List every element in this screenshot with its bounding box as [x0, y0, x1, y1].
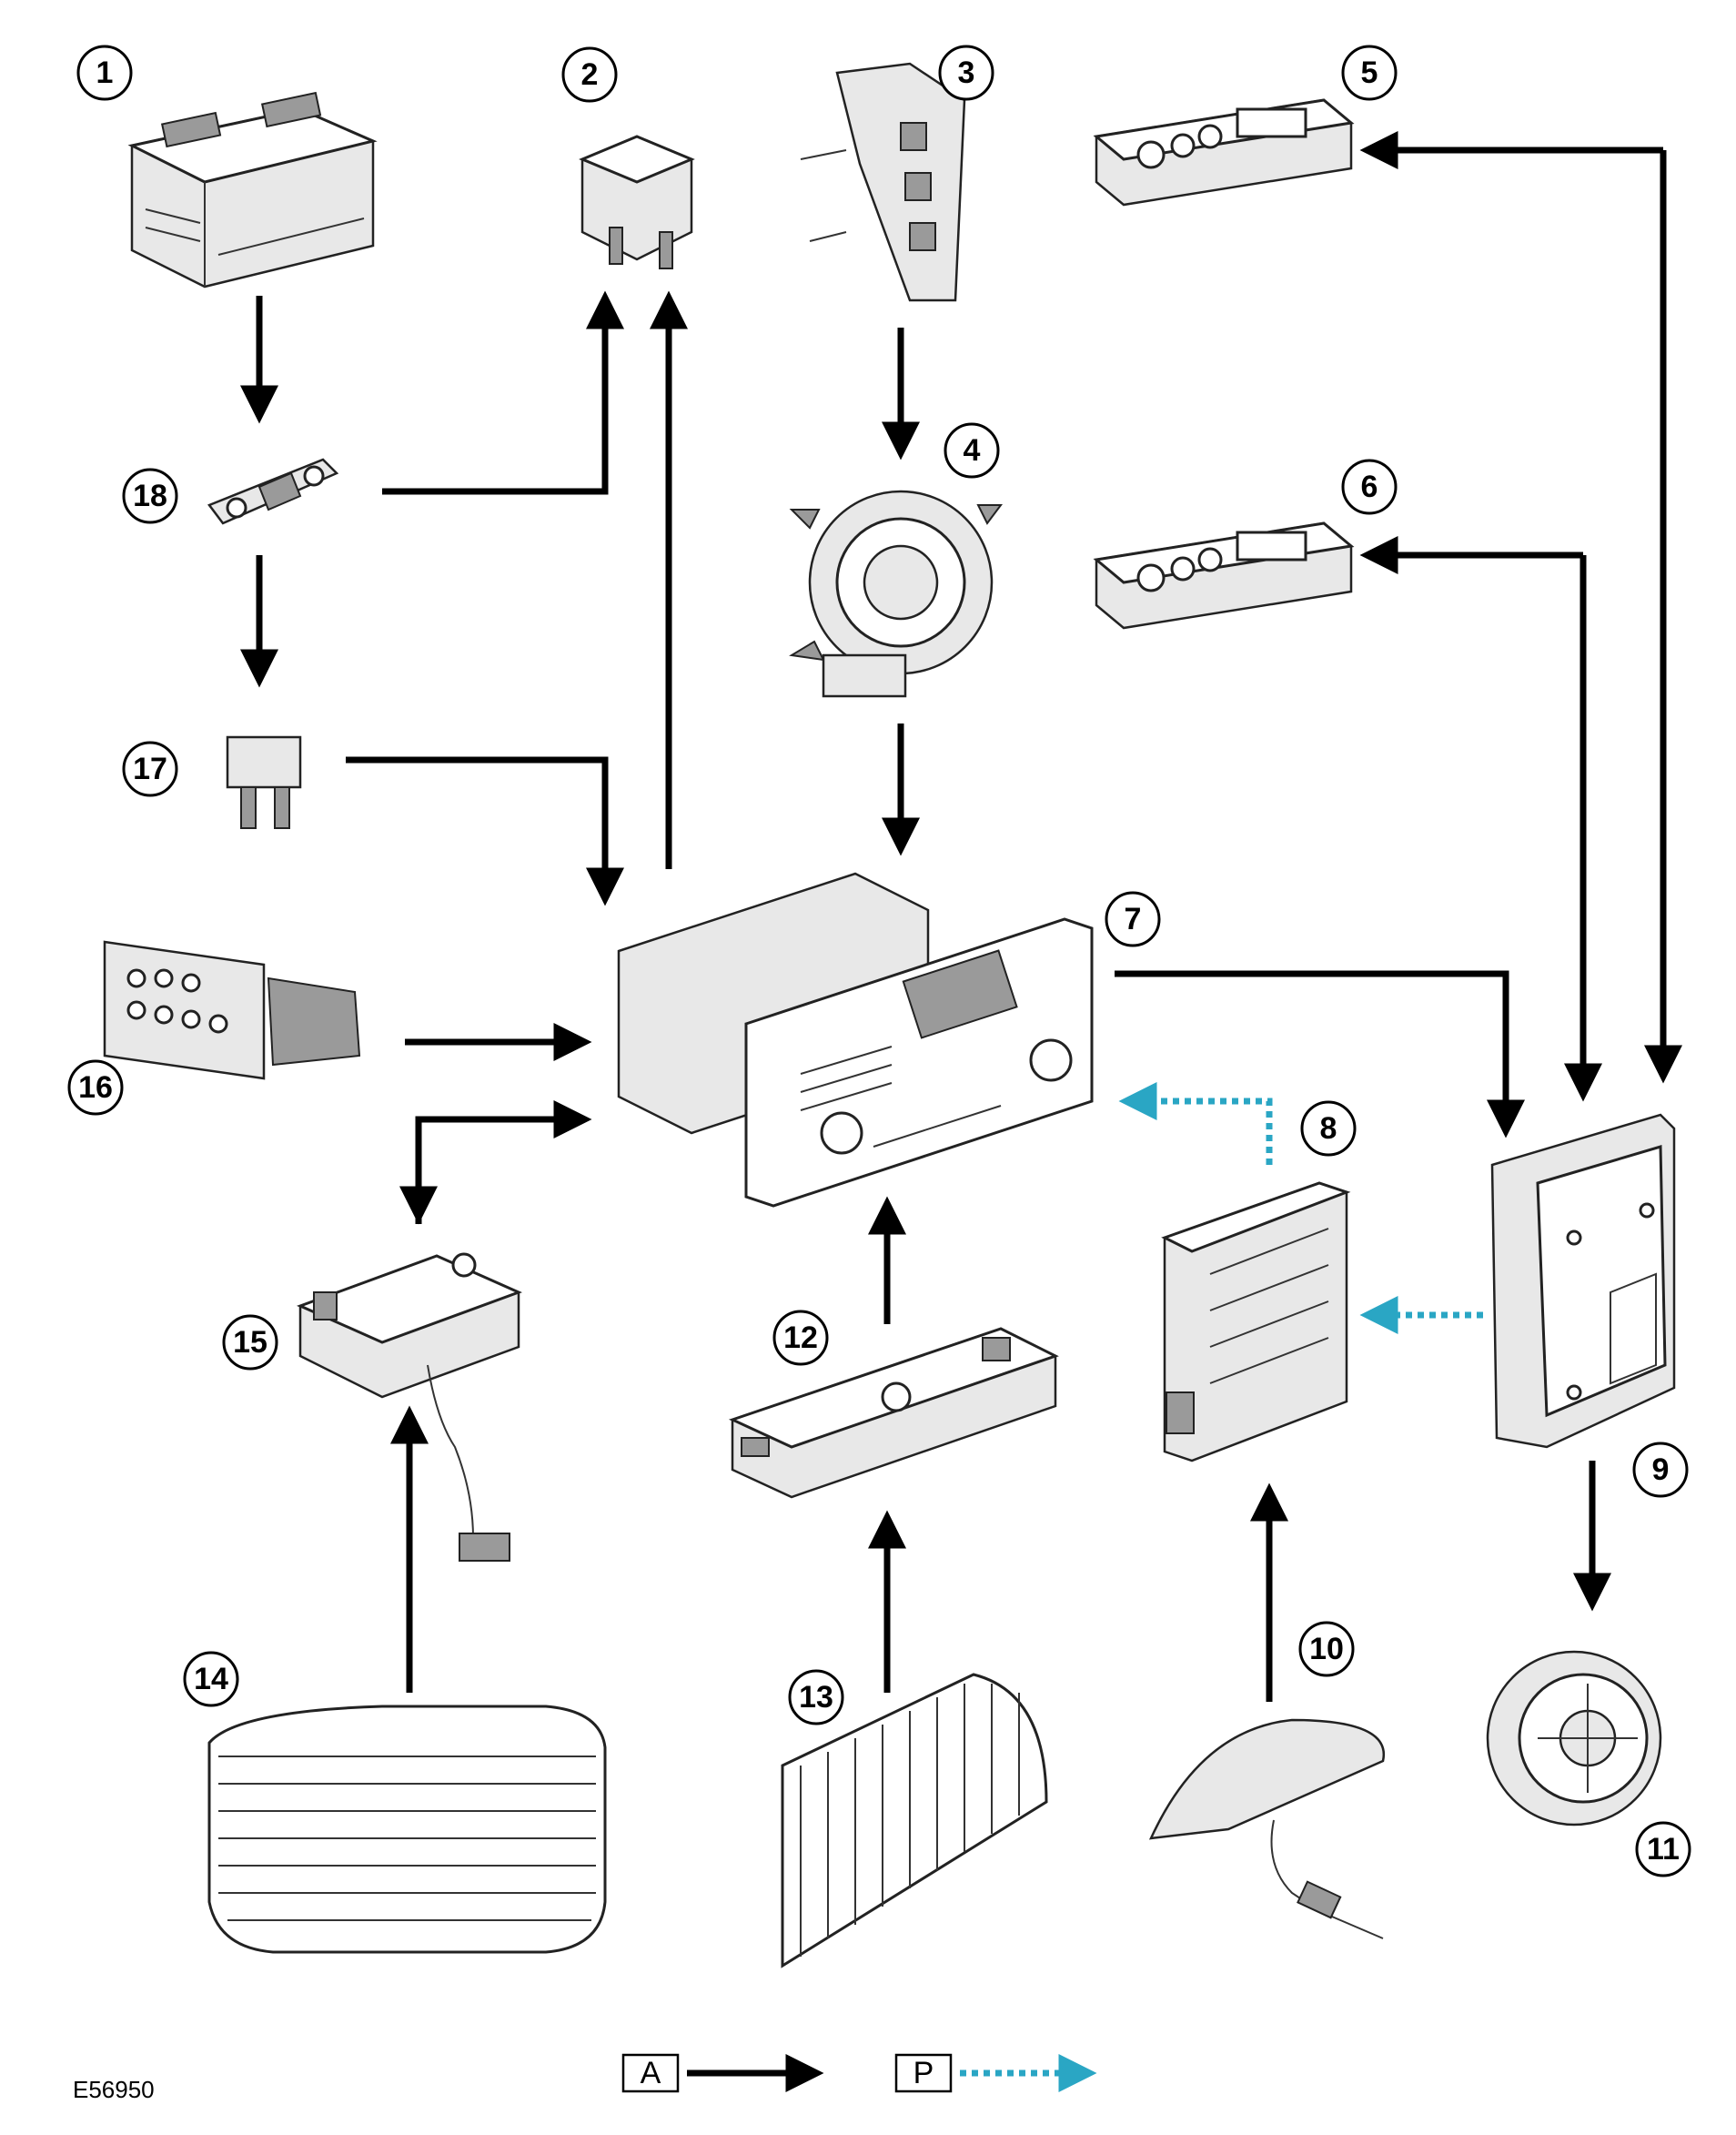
callout-11: 11	[1635, 1821, 1691, 1877]
svg-text:17: 17	[133, 752, 167, 786]
legend-p: P	[894, 2053, 1097, 2093]
steering-wheel-switch-pack	[800, 62, 966, 302]
svg-text:4: 4	[964, 433, 981, 468]
amplifier	[1490, 1113, 1676, 1449]
svg-text:7: 7	[1125, 902, 1142, 936]
clockspring	[789, 490, 1003, 698]
callout-10: 10	[1298, 1621, 1355, 1677]
svg-text:2: 2	[581, 57, 599, 92]
callout-9: 9	[1632, 1442, 1689, 1498]
callout-12: 12	[772, 1310, 829, 1366]
svg-text:9: 9	[1652, 1452, 1670, 1487]
svg-text:5: 5	[1361, 56, 1378, 90]
callout-16: 16	[67, 1059, 124, 1116]
audio-head-unit	[617, 872, 1094, 1208]
svg-text:A: A	[641, 2056, 661, 2090]
antenna-amplifier-module	[297, 1252, 522, 1562]
svg-text:10: 10	[1309, 1632, 1344, 1666]
callout-15: 15	[222, 1314, 278, 1371]
control-module	[728, 1327, 1059, 1499]
switch-panel-upper	[1093, 98, 1355, 207]
svg-text:16: 16	[78, 1070, 113, 1105]
legend: A P	[621, 2053, 1097, 2093]
switch-panel-lower	[1093, 521, 1355, 630]
mega-fuse	[207, 458, 339, 525]
callout-3: 3	[938, 45, 994, 101]
callout-2: 2	[561, 46, 618, 103]
callout-7: 7	[1105, 891, 1161, 947]
fuse	[226, 735, 302, 829]
battery	[127, 91, 378, 288]
svg-text:8: 8	[1320, 1111, 1337, 1146]
svg-text:11: 11	[1647, 1832, 1680, 1867]
rear-window-glass	[207, 1705, 607, 1954]
callout-13: 13	[788, 1669, 844, 1725]
svg-text:12: 12	[783, 1320, 818, 1355]
svg-text:1: 1	[96, 56, 114, 90]
legend-a: A	[621, 2053, 824, 2093]
callout-8: 8	[1300, 1100, 1357, 1157]
callout-14: 14	[183, 1651, 239, 1707]
callout-4: 4	[944, 422, 1000, 479]
callout-1: 1	[76, 45, 133, 101]
connections-a	[240, 131, 1682, 1702]
svg-text:6: 6	[1361, 470, 1378, 504]
tuner-module	[1161, 1181, 1351, 1462]
figure-id: E56950	[73, 2076, 155, 2103]
callout-18: 18	[122, 468, 178, 524]
svg-text:13: 13	[799, 1680, 833, 1715]
svg-text:P: P	[913, 2056, 934, 2090]
callout-5: 5	[1341, 45, 1398, 101]
svg-text:18: 18	[133, 479, 167, 513]
roof-antenna	[1148, 1718, 1386, 1939]
relay	[579, 135, 695, 269]
callout-17: 17	[122, 741, 178, 797]
side-window-glass	[781, 1673, 1048, 1968]
svg-text:15: 15	[233, 1325, 267, 1360]
speaker	[1486, 1650, 1662, 1826]
connections-p	[1118, 1082, 1483, 1334]
rear-seat-remote-control	[103, 940, 361, 1080]
svg-text:3: 3	[958, 56, 975, 90]
callout-6: 6	[1341, 459, 1398, 515]
svg-text:14: 14	[194, 1662, 228, 1696]
